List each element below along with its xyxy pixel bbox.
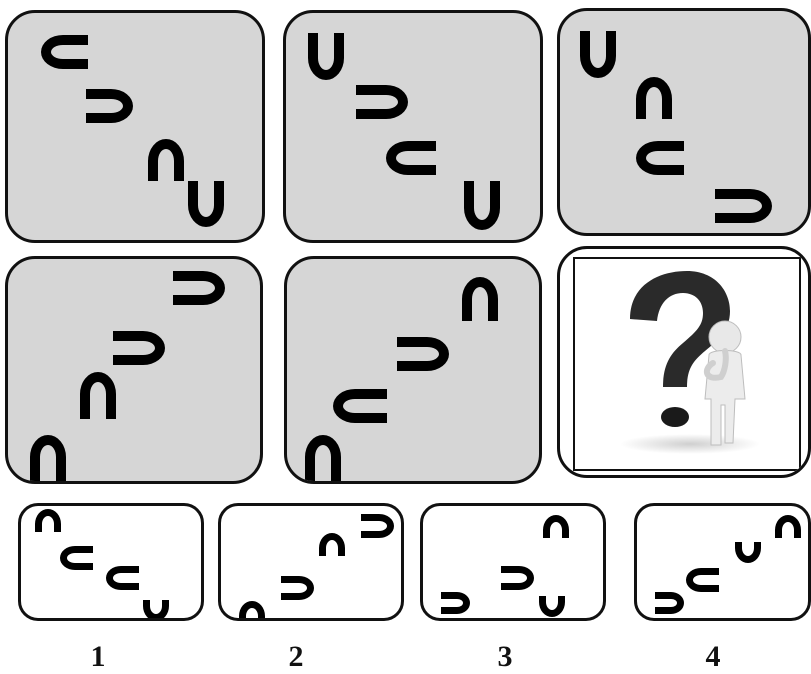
arc-shape [735,542,761,563]
arc-shape [148,139,184,181]
option-4-label: 4 [693,640,733,674]
arc-shape [41,35,88,69]
option-2[interactable] [218,503,404,621]
option-4[interactable] [634,503,811,621]
tile-shapes [560,11,811,236]
tile-shapes [8,259,263,484]
option-shapes [637,506,811,621]
arc-shape [86,89,133,123]
arc-shape [281,576,314,600]
missing-cell [557,246,811,478]
tile-shapes [8,13,265,243]
arc-shape [35,509,61,532]
arc-shape [356,85,408,119]
arc-shape [501,566,534,590]
arc-shape [543,515,569,538]
arc-shape [636,77,672,119]
arc-shape [239,601,265,621]
arc-shape [308,33,344,80]
arc-shape [333,389,387,423]
option-shapes [221,506,404,621]
tile-r2-c2 [284,256,542,484]
arc-shape [539,596,565,617]
arc-shape [655,592,684,614]
question-image-frame [573,257,801,471]
arc-shape [319,533,345,556]
arc-shape [715,189,772,223]
option-2-label: 2 [276,640,316,674]
tile-shapes [287,259,542,484]
tile-r2-c1 [5,256,263,484]
arc-shape [361,514,394,538]
arc-shape [106,566,139,590]
arc-shape [636,141,684,175]
option-shapes [423,506,606,621]
arc-shape [462,277,498,321]
arc-shape [305,435,341,481]
option-3[interactable] [420,503,606,621]
arc-shape [397,337,449,371]
arc-shape [173,271,225,305]
arc-shape [386,141,436,175]
arc-shape [60,546,93,570]
arc-shape [80,372,116,419]
arc-shape [143,600,169,621]
arc-shape [580,31,616,78]
arc-shape [188,181,224,227]
arc-shape [464,181,500,230]
arc-shape [686,568,719,592]
arc-shape [30,435,66,481]
tile-r1-c2 [283,10,543,243]
option-1[interactable] [18,503,204,621]
option-3-label: 3 [485,640,525,674]
tile-shapes [286,13,543,243]
option-shapes [21,506,204,621]
option-1-label: 1 [78,640,118,674]
arc-shape [113,331,165,365]
tile-r1-c3 [557,8,811,236]
arc-shape [775,515,801,538]
arc-shape [441,592,470,614]
question-mark-figure-icon [575,259,799,469]
tile-r1-c1 [5,10,265,243]
